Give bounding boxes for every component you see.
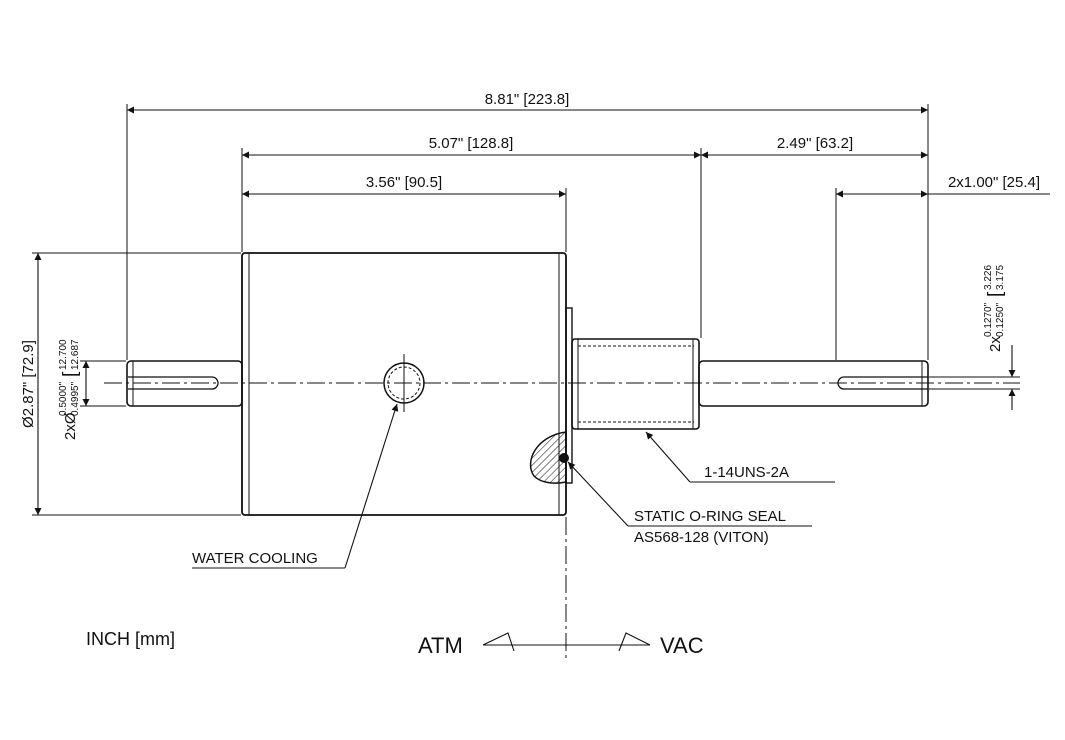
label-seal-line2: AS568-128 (VITON) <box>634 529 769 546</box>
svg-text:[: [ <box>60 371 81 377</box>
svg-text:2xØ: 2xØ <box>62 412 79 440</box>
svg-text:0.5000": 0.5000" <box>58 381 69 416</box>
center-lines <box>104 382 1020 658</box>
callout-labels: 1-14UNS-2A STATIC O-RING SEAL AS568-128 … <box>192 464 789 567</box>
shaft-diameter-tolerance: 2xØ 0.5000" 0.4995" [ 12.700 12.687 <box>58 339 81 440</box>
label-body-to-thread: 5.07" [128.8] <box>429 135 514 152</box>
label-body-length: 3.56" [90.5] <box>366 174 442 191</box>
label-shaft-end: 2x1.00" [25.4] <box>948 174 1040 191</box>
label-seal-line1: STATIC O-RING SEAL <box>634 508 786 525</box>
label-vac: VAC <box>660 633 704 658</box>
svg-text:0.1270": 0.1270" <box>983 302 994 337</box>
extension-lines <box>32 104 1020 516</box>
svg-text:0.1250": 0.1250" <box>995 302 1006 337</box>
units-note: INCH [mm] <box>86 629 175 649</box>
atm-vac-indicator <box>482 632 651 652</box>
svg-text:3.226: 3.226 <box>983 265 994 290</box>
svg-text:2x: 2x <box>987 336 1004 352</box>
svg-text:12.687: 12.687 <box>70 339 81 370</box>
threaded-section <box>571 338 700 430</box>
label-vac-side: 2.49" [63.2] <box>777 135 853 152</box>
left-keyway <box>128 376 219 390</box>
label-atm: ATM <box>418 633 463 658</box>
o-ring-seal <box>529 431 569 484</box>
label-body-diameter: Ø2.87" [72.9] <box>20 340 37 428</box>
dimension-labels: 8.81" [223.8] 5.07" [128.8] 2.49" [63.2]… <box>20 91 1040 440</box>
svg-text:[: [ <box>985 291 1006 297</box>
keyway-tolerance: 2x 0.1270" 0.1250" [ 3.226 3.175 <box>983 265 1006 352</box>
label-overall-length: 8.81" [223.8] <box>485 91 570 108</box>
label-water-cooling: WATER COOLING <box>192 550 318 567</box>
svg-text:0.4995": 0.4995" <box>70 381 81 416</box>
svg-text:3.175: 3.175 <box>995 265 1006 290</box>
dimension-lines <box>34 106 1050 515</box>
leaders <box>192 403 835 569</box>
part-outline <box>126 252 929 516</box>
svg-text:12.700: 12.700 <box>58 339 69 370</box>
label-thread: 1-14UNS-2A <box>704 464 789 481</box>
